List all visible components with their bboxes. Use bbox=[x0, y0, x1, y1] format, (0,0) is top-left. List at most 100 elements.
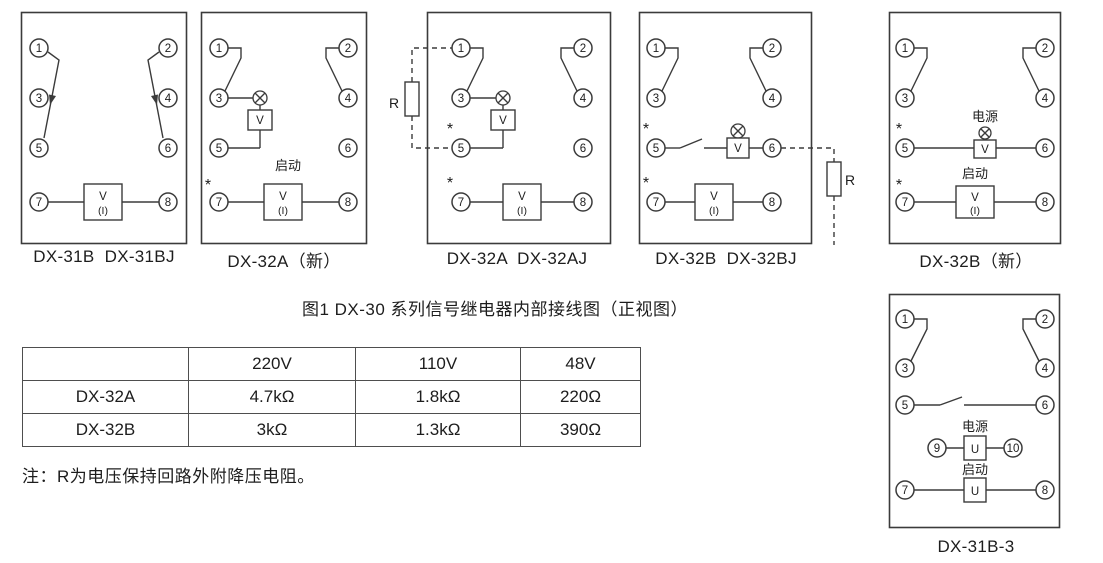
wiring bbox=[910, 318, 1040, 491]
relay-case bbox=[20, 11, 188, 245]
terminal-2: 2 bbox=[158, 38, 178, 58]
svg-text:4: 4 bbox=[345, 93, 352, 105]
contact-arrow-icon bbox=[151, 94, 158, 105]
terminal-7: 7 bbox=[29, 192, 49, 212]
terminal-6: 6 bbox=[158, 138, 178, 158]
svg-text:V: V bbox=[710, 191, 718, 203]
svg-text:3: 3 bbox=[902, 93, 908, 105]
meter-vi: V (I) bbox=[955, 185, 995, 219]
terminal-6: 6 bbox=[762, 138, 782, 158]
lamp-icon bbox=[252, 90, 268, 106]
asterisk: * bbox=[896, 177, 902, 194]
terminal-1: 1 bbox=[451, 38, 471, 58]
terminal-8: 8 bbox=[1035, 192, 1055, 212]
terminal-2: 2 bbox=[573, 38, 593, 58]
svg-text:2: 2 bbox=[165, 43, 171, 55]
svg-text:V: V bbox=[256, 115, 264, 127]
coil-u-power: U bbox=[963, 435, 987, 461]
svg-text:V: V bbox=[279, 191, 287, 203]
svg-text:V: V bbox=[734, 143, 742, 155]
terminal-6: 6 bbox=[338, 138, 358, 158]
diagram-label-dx32a-new: DX-32A（新） bbox=[227, 252, 341, 271]
svg-text:5: 5 bbox=[36, 143, 42, 155]
row-name: DX-32B bbox=[22, 413, 189, 447]
diagram-dx32b: V R * * V (I) 1 3 5 7 2 4 6 8 bbox=[638, 11, 855, 245]
asterisk: * bbox=[643, 175, 649, 192]
svg-text:6: 6 bbox=[165, 143, 171, 155]
svg-text:7: 7 bbox=[216, 197, 222, 209]
diagram-dx32b-new: 电源 V * * 启动 V (I) 1 3 5 7 2 4 6 8 bbox=[888, 11, 1062, 245]
terminal-4: 4 bbox=[338, 88, 358, 108]
diagram-label-dx32a: DX-32A DX-32AJ bbox=[446, 249, 588, 268]
svg-text:5: 5 bbox=[458, 143, 464, 155]
terminal-1: 1 bbox=[895, 38, 915, 58]
lamp-icon bbox=[978, 126, 992, 140]
svg-text:6: 6 bbox=[1042, 400, 1048, 412]
svg-text:6: 6 bbox=[1042, 143, 1048, 155]
svg-text:1: 1 bbox=[36, 43, 42, 55]
svg-text:3: 3 bbox=[458, 93, 464, 105]
terminal-2: 2 bbox=[338, 38, 358, 58]
svg-text:4: 4 bbox=[1042, 363, 1049, 375]
diagram-dx32a: R V * * V (I) 1 3 5 7 2 4 6 8 bbox=[389, 11, 612, 245]
svg-text:(I): (I) bbox=[98, 205, 108, 217]
svg-text:2: 2 bbox=[580, 43, 586, 55]
svg-text:U: U bbox=[971, 444, 979, 456]
resistance-table: 220V 110V 48V DX-32A 4.7kΩ 1.8kΩ 220Ω DX… bbox=[22, 347, 641, 447]
table-header-110v: 110V bbox=[355, 347, 521, 381]
svg-text:8: 8 bbox=[345, 197, 351, 209]
diagram-label-dx31b: DX-31B DX-31BJ bbox=[33, 247, 175, 266]
terminal-4: 4 bbox=[1035, 358, 1055, 378]
table-row: DX-32A 4.7kΩ 1.8kΩ 220Ω bbox=[22, 380, 641, 414]
svg-text:2: 2 bbox=[1042, 43, 1048, 55]
svg-text:7: 7 bbox=[458, 197, 464, 209]
wiring bbox=[910, 47, 1040, 203]
voltage-coil: V bbox=[726, 137, 750, 159]
terminal-7: 7 bbox=[895, 192, 915, 212]
terminal-3: 3 bbox=[646, 88, 666, 108]
terminal-5: 5 bbox=[451, 138, 471, 158]
svg-text:8: 8 bbox=[769, 197, 775, 209]
table-header-48v: 48V bbox=[520, 347, 641, 381]
table-header-220v: 220V bbox=[188, 347, 356, 381]
diagram-dx31b: V (I) 1 3 5 7 2 4 6 8 bbox=[20, 11, 188, 245]
svg-text:(I): (I) bbox=[709, 205, 719, 217]
svg-text:4: 4 bbox=[769, 93, 776, 105]
svg-text:2: 2 bbox=[769, 43, 775, 55]
cell-value: 1.8kΩ bbox=[355, 380, 521, 414]
figure-caption: 图1 DX-30 系列信号继电器内部接线图（正视图） bbox=[301, 300, 689, 319]
svg-text:7: 7 bbox=[36, 197, 42, 209]
diagram-dx31b3: 电源 U 启动 U 1 2 3 4 5 6 9 10 7 8 bbox=[888, 293, 1061, 529]
svg-text:R: R bbox=[845, 172, 855, 188]
terminal-2: 2 bbox=[1035, 309, 1055, 329]
terminal-7: 7 bbox=[451, 192, 471, 212]
svg-text:4: 4 bbox=[165, 93, 172, 105]
terminal-8: 8 bbox=[573, 192, 593, 212]
svg-text:8: 8 bbox=[1042, 197, 1048, 209]
asterisk: * bbox=[447, 121, 453, 138]
relay-case bbox=[200, 11, 368, 245]
table-row: DX-32B 3kΩ 1.3kΩ 390Ω bbox=[22, 413, 641, 447]
svg-text:5: 5 bbox=[216, 143, 222, 155]
relay-case bbox=[888, 11, 1062, 245]
svg-text:2: 2 bbox=[1042, 314, 1048, 326]
power-label: 电源 bbox=[972, 109, 998, 124]
cell-value: 4.7kΩ bbox=[188, 380, 356, 414]
terminal-3: 3 bbox=[451, 88, 471, 108]
cell-value: 3kΩ bbox=[188, 413, 356, 447]
svg-text:5: 5 bbox=[902, 143, 908, 155]
terminal-5: 5 bbox=[895, 138, 915, 158]
asterisk: * bbox=[205, 177, 211, 194]
terminal-5: 5 bbox=[209, 138, 229, 158]
terminal-4: 4 bbox=[158, 88, 178, 108]
svg-text:V: V bbox=[971, 192, 979, 204]
terminal-3: 3 bbox=[209, 88, 229, 108]
wiring bbox=[43, 51, 164, 203]
footnote: 注：R为电压保持回路外附降压电阻。 bbox=[22, 467, 315, 486]
terminal-5: 5 bbox=[29, 138, 49, 158]
svg-text:7: 7 bbox=[902, 197, 908, 209]
svg-text:3: 3 bbox=[902, 363, 908, 375]
terminal-4: 4 bbox=[573, 88, 593, 108]
svg-text:5: 5 bbox=[653, 143, 659, 155]
terminal-2: 2 bbox=[762, 38, 782, 58]
